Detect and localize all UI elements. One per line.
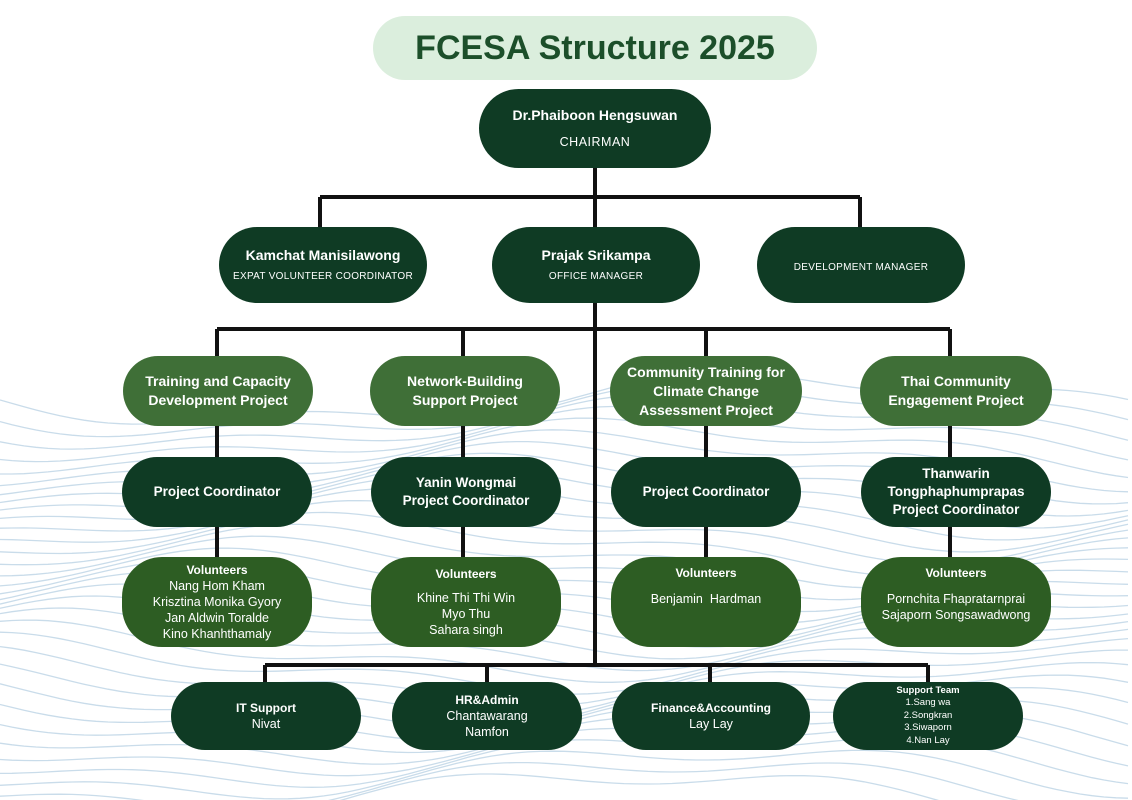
support-title: Support Team [896,685,960,696]
manager-name: Prajak Srikampa [541,247,651,263]
project-title: Thai Community Engagement Project [888,373,1024,408]
volunteers-label: Volunteers [186,562,248,577]
support-member: 4.Nan Lay [906,734,950,746]
project-node-training[interactable]: Training and Capacity Development Projec… [123,356,313,426]
project-node-network[interactable]: Network-Building Support Project [370,356,560,426]
volunteer-name: Sajaporn Songsawadwong [881,608,1031,622]
volunteer-name: Benjamin Hardman [650,592,762,606]
coordinator-role: Project Coordinator [153,484,281,499]
volunteer-name: Myo Thu [441,606,491,621]
project-title: Community Training for Climate Change As… [627,363,785,418]
manager-node-office-manager[interactable]: Prajak Srikampa OFFICE MANAGER [492,227,700,303]
coordinator-name: Thanwarin Tongphaphumprapas [887,466,1025,499]
wave-line [0,405,1129,463]
coordinator-role: Project Coordinator [892,502,1020,517]
support-node-it[interactable]: IT Support Nivat [171,682,361,750]
chairman-role: CHAIRMAN [559,135,631,149]
volunteer-name: Krisztina Monika Gyory [152,594,282,609]
support-member: 1.Sang wa [905,697,951,708]
coordinator-node-climate[interactable]: Project Coordinator [611,457,801,527]
wave-line [0,761,1019,800]
coordinator-node-network[interactable]: Yanin Wongmai Project Coordinator [371,457,561,527]
volunteer-name: Sahara singh [429,622,503,637]
volunteers-node-training[interactable]: Volunteers Nang Hom Kham Krisztina Monik… [122,557,312,647]
manager-role: OFFICE MANAGER [548,271,644,282]
support-title: HR&Admin [455,692,519,707]
support-member: Chantawarang [446,708,528,723]
volunteer-name: Jan Aldwin Toralde [164,610,269,625]
project-title: Network-Building Support Project [407,373,523,408]
coordinator-node-thai-community[interactable]: Thanwarin Tongphaphumprapas Project Coor… [861,457,1051,527]
support-title: IT Support [236,700,296,715]
coordinator-role: Project Coordinator [402,493,530,508]
volunteers-node-thai-community[interactable]: Volunteers Pornchita Fhapratarnprai Saja… [861,557,1051,647]
volunteers-label: Volunteers [925,566,987,580]
volunteer-name: Kino Khanhthamaly [162,626,272,641]
volunteers-label: Volunteers [435,566,497,581]
chairman-node[interactable]: Dr.Phaiboon Hengsuwan CHAIRMAN [479,89,711,168]
page-title: FCESA Structure 2025 [373,16,817,80]
volunteer-name: Pornchita Fhapratarnprai [886,592,1026,606]
manager-role: DEVELOPMENT MANAGER [793,262,929,273]
support-node-support-team[interactable]: Support Team 1.Sang wa 2.Songkran 3.Siwa… [833,682,1023,750]
project-title: Training and Capacity Development Projec… [145,373,291,408]
wave-line [339,773,940,800]
project-node-thai-community[interactable]: Thai Community Engagement Project [860,356,1052,426]
support-node-hr-admin[interactable]: HR&Admin Chantawarang Namfon [392,682,582,750]
support-member: 2.Songkran [903,709,953,721]
volunteers-label: Volunteers [675,566,737,580]
volunteers-node-climate[interactable]: Volunteers Benjamin Hardman [611,557,801,647]
support-member: Lay Lay [689,716,733,731]
volunteer-name: Khine Thi Thi Win [416,590,516,605]
volunteer-name: Nang Hom Kham [169,578,265,593]
manager-role: EXPAT VOLUNTEER COORDINATOR [233,271,413,282]
support-node-finance[interactable]: Finance&Accounting Lay Lay [612,682,810,750]
manager-node-expat-coordinator[interactable]: Kamchat Manisilawong EXPAT VOLUNTEER COO… [219,227,427,303]
coordinator-role: Project Coordinator [642,484,770,499]
chairman-name: Dr.Phaiboon Hengsuwan [512,107,678,123]
support-member: Namfon [465,724,509,739]
wave-line [0,749,1129,800]
manager-name: Kamchat Manisilawong [245,247,401,263]
coordinator-node-training[interactable]: Project Coordinator [122,457,312,527]
volunteers-node-network[interactable]: Volunteers Khine Thi Thi Win Myo Thu Sah… [371,557,561,647]
support-member: Nivat [251,716,281,731]
manager-node-development-manager[interactable]: DEVELOPMENT MANAGER [757,227,965,303]
support-member: 3.Siwaporn [904,722,952,733]
project-node-climate[interactable]: Community Training for Climate Change As… [610,356,802,426]
coordinator-name: Yanin Wongmai [415,475,517,490]
support-title: Finance&Accounting [650,700,771,715]
